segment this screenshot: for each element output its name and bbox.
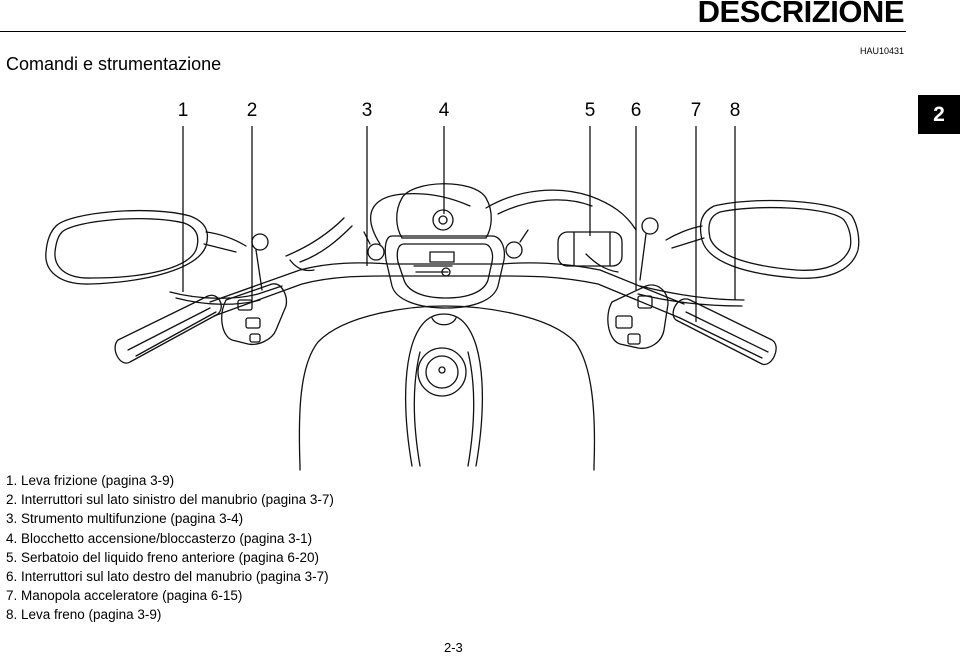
legend-item: 3. Strumento multifunzione (pagina 3-4) <box>6 511 244 527</box>
right-switch-housing <box>607 284 669 349</box>
legend-item: 1. Leva frizione (pagina 3-9) <box>6 473 175 488</box>
left-mirror <box>45 209 209 285</box>
right-mirror <box>699 199 860 279</box>
clutch-lever <box>169 285 283 299</box>
reference-code: HAU10431 <box>859 46 904 56</box>
callout-number-5: 5 <box>584 100 596 121</box>
chapter-title: DESCRIZIONE <box>697 0 905 29</box>
legend-item: 7. Manopola acceleratore (pagina 6-15) <box>6 588 243 604</box>
callout-number-3: 3 <box>361 100 373 121</box>
fuel-tank <box>298 305 596 467</box>
speedometer-housing <box>396 183 492 239</box>
callout-number-6: 6 <box>630 100 642 121</box>
callout-number-7: 7 <box>690 100 702 121</box>
legend-item: 5. Serbatoio del liquido freno anteriore… <box>6 549 319 565</box>
tank-center-panel <box>404 313 484 467</box>
callout-number-8: 8 <box>729 100 741 121</box>
legend-item: 6. Interruttori sul lato destro del manu… <box>6 569 329 585</box>
right-grip <box>672 298 777 366</box>
left-switch-housing <box>221 283 288 346</box>
page-number: 2-3 <box>444 640 463 655</box>
legend-item: 2. Interruttori sul lato sinistro del ma… <box>6 492 334 508</box>
handlebar-controls-illustration <box>45 126 860 471</box>
multifunction-meter <box>384 235 506 309</box>
legend-item: 8. Leva freno (pagina 3-9) <box>6 607 162 623</box>
section-title: Comandi e strumentazione <box>6 54 222 74</box>
fuel-tank-rear-edge <box>299 465 595 471</box>
ignition-switch <box>432 209 454 231</box>
callout-number-4: 4 <box>438 100 450 121</box>
legend-item: 4. Blocchetto accensione/bloccasterzo (p… <box>6 530 313 546</box>
callout-leader-lines <box>182 126 736 322</box>
brake-fluid-reservoir <box>557 231 623 267</box>
fuel-cap <box>417 347 467 397</box>
callout-number-1: 1 <box>177 100 189 121</box>
header-rule <box>0 31 906 32</box>
control-cable <box>370 192 471 245</box>
callout-number-2: 2 <box>246 100 258 121</box>
chapter-tab: 2 <box>918 95 960 134</box>
parts-legend: 1. Leva frizione (pagina 3-9) 2. Interru… <box>6 471 334 625</box>
